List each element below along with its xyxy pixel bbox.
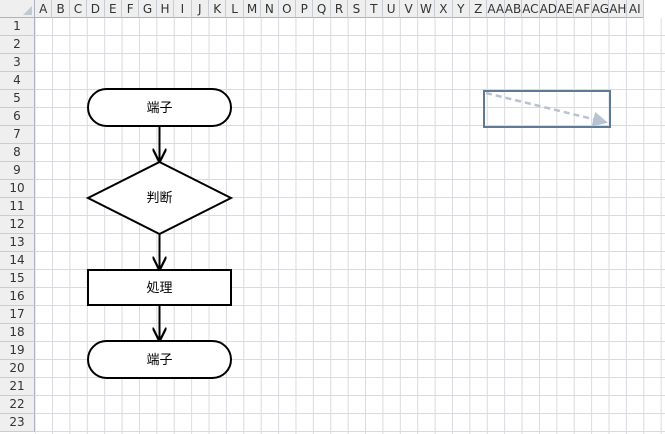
column-header[interactable]: AH [609, 0, 627, 18]
select-all-corner[interactable] [0, 0, 35, 18]
column-header[interactable]: N [261, 0, 279, 18]
row-header[interactable]: 18 [0, 324, 35, 342]
column-header[interactable]: AE [557, 0, 575, 18]
column-header[interactable]: AB [504, 0, 523, 18]
column-header[interactable]: F [122, 0, 140, 18]
row-header[interactable]: 16 [0, 288, 35, 306]
selected-connector-shape[interactable] [483, 90, 611, 128]
column-header[interactable]: R [330, 0, 349, 18]
row-header[interactable]: 3 [0, 54, 35, 72]
row-header[interactable]: 21 [0, 378, 35, 396]
column-header[interactable]: AG [591, 0, 610, 18]
column-header[interactable]: I [174, 0, 192, 18]
row-header[interactable]: 12 [0, 216, 35, 234]
row-header[interactable]: 13 [0, 234, 35, 252]
row-header[interactable]: 17 [0, 306, 35, 324]
column-header[interactable]: W [417, 0, 436, 18]
column-header[interactable]: E [104, 0, 122, 18]
column-header[interactable]: X [435, 0, 453, 18]
column-header[interactable]: Z [470, 0, 488, 18]
column-header[interactable]: A [35, 0, 53, 18]
column-header[interactable]: O [278, 0, 296, 18]
row-header[interactable]: 1 [0, 18, 35, 36]
column-header[interactable]: Y [452, 0, 470, 18]
column-header[interactable]: T [365, 0, 383, 18]
row-header[interactable]: 4 [0, 72, 35, 90]
column-header[interactable]: H [156, 0, 175, 18]
row-header[interactable]: 5 [0, 90, 35, 108]
row-header[interactable]: 6 [0, 108, 35, 126]
decision-shape[interactable]: 判断 [85, 160, 234, 236]
row-header[interactable]: 22 [0, 396, 35, 414]
column-header[interactable]: V [400, 0, 418, 18]
column-header[interactable]: M [243, 0, 262, 18]
end-terminal-shape[interactable]: 端子 [87, 340, 232, 379]
end-terminal-label: 端子 [146, 353, 172, 368]
row-header[interactable]: 9 [0, 162, 35, 180]
column-header[interactable]: P [296, 0, 314, 18]
column-header[interactable]: C [69, 0, 88, 18]
column-header[interactable]: B [52, 0, 70, 18]
row-header[interactable]: 14 [0, 252, 35, 270]
start-terminal-shape[interactable]: 端子 [87, 88, 232, 127]
dashed-arrow-connector [485, 91, 608, 127]
column-header[interactable]: L [226, 0, 244, 18]
column-header[interactable]: AA [487, 0, 505, 18]
start-terminal-label: 端子 [146, 101, 172, 116]
column-header[interactable]: J [191, 0, 209, 18]
row-header[interactable]: 2 [0, 36, 35, 54]
row-header[interactable]: 11 [0, 198, 35, 216]
process-shape[interactable]: 処理 [87, 269, 232, 306]
row-header[interactable]: 8 [0, 144, 35, 162]
column-header[interactable]: AD [539, 0, 557, 18]
decision-label: 判断 [146, 191, 172, 206]
column-header[interactable]: AF [574, 0, 592, 18]
row-header[interactable]: 15 [0, 270, 35, 288]
process-label: 処理 [146, 281, 172, 296]
column-header[interactable]: D [87, 0, 105, 18]
column-header[interactable]: Q [313, 0, 331, 18]
column-header[interactable]: S [348, 0, 366, 18]
column-header[interactable]: K [209, 0, 227, 18]
row-header[interactable]: 23 [0, 414, 35, 432]
column-header[interactable]: G [139, 0, 157, 18]
column-header[interactable]: U [383, 0, 401, 18]
row-header[interactable]: 20 [0, 360, 35, 378]
row-header[interactable]: 10 [0, 180, 35, 198]
column-header[interactable]: AI [626, 0, 644, 18]
row-header[interactable]: 7 [0, 126, 35, 144]
select-all-triangle-icon [23, 6, 32, 15]
row-header[interactable]: 19 [0, 342, 35, 360]
column-header[interactable]: AC [522, 0, 540, 18]
